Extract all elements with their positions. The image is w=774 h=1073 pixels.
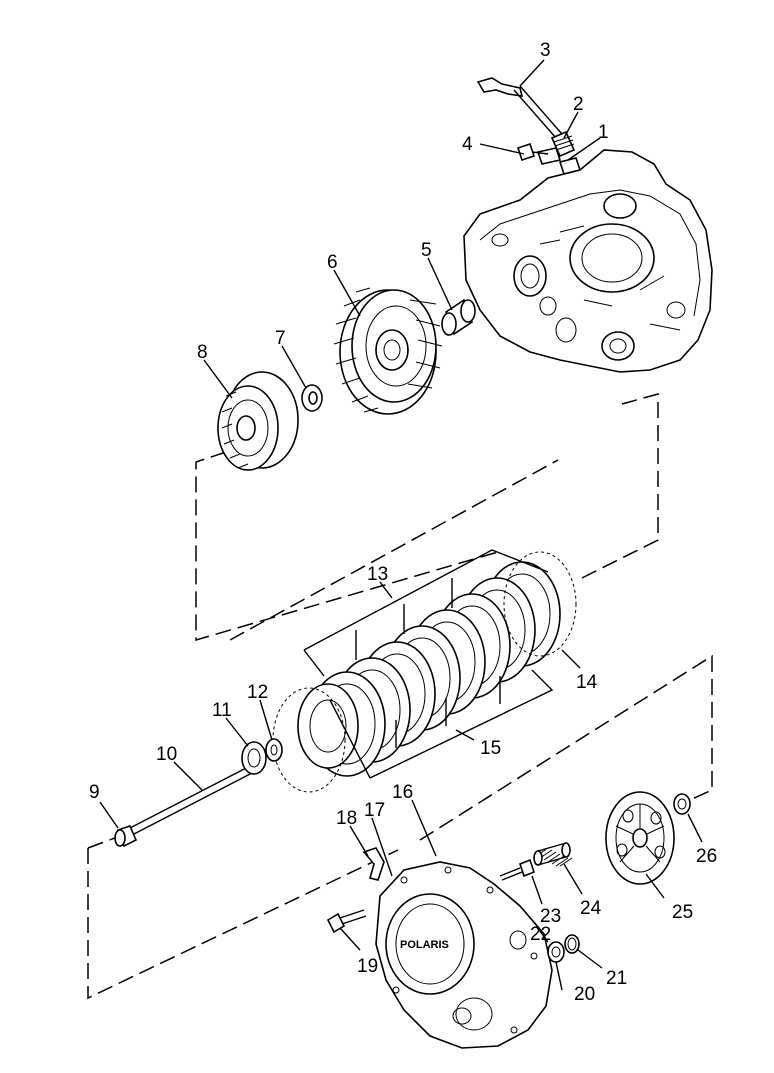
- callout-26: 26: [696, 846, 717, 867]
- callout-24: 24: [580, 898, 602, 919]
- callout-9: 9: [89, 782, 100, 803]
- callout-5: 5: [421, 240, 432, 261]
- callout-7: 7: [275, 328, 286, 349]
- callout-16: 16: [392, 782, 413, 803]
- part-8-inner-hub: [217, 371, 299, 471]
- callout-17: 17: [364, 800, 385, 821]
- part-24-spring: [533, 842, 573, 867]
- callout-21: 21: [606, 968, 627, 989]
- cover-logo: POLARIS: [400, 939, 449, 951]
- callout-12: 12: [247, 682, 268, 703]
- leader-lines: [99, 59, 703, 991]
- part-19-bolt: [326, 909, 367, 934]
- part-12-washer: [265, 738, 283, 762]
- part-20-seal: [547, 941, 565, 963]
- crankcase: [463, 149, 713, 373]
- callout-13: 13: [367, 564, 388, 585]
- callout-19: 19: [357, 956, 378, 977]
- callout-4: 4: [462, 134, 473, 155]
- part-25-pressure-plate: [605, 791, 675, 885]
- part-7-washer: [301, 384, 323, 412]
- callout-1: 1: [598, 122, 609, 143]
- plate-bracket-lines: [303, 549, 554, 779]
- callout-2: 2: [573, 94, 584, 115]
- callout-6: 6: [327, 252, 338, 273]
- part-17-clutch-cover: POLARIS: [375, 861, 553, 1049]
- callout-25: 25: [672, 902, 693, 923]
- part-21-oring: [564, 934, 580, 954]
- callout-22: 22: [530, 924, 551, 945]
- part-11-bearing: [241, 741, 267, 775]
- part-6-clutch-basket: [333, 287, 443, 415]
- assembly-dashed-lines: [87, 393, 713, 1000]
- callout-20: 20: [574, 984, 595, 1005]
- callout-14: 14: [576, 672, 598, 693]
- part-9-10-pushrod: [114, 765, 255, 848]
- clutch-plate-stack: [272, 551, 577, 793]
- callout-10: 10: [156, 744, 177, 765]
- callout-18: 18: [336, 808, 357, 829]
- callout-11: 11: [212, 700, 232, 721]
- part-18-fitting: [362, 847, 385, 881]
- callout-8: 8: [197, 342, 208, 363]
- shift-shaft-assembly: [476, 77, 582, 175]
- callout-labels: 1 2 3 4 5 6 7 8 9 10 11 12 13 14 15 16 1…: [89, 40, 717, 1005]
- callout-15: 15: [480, 738, 501, 759]
- callout-3: 3: [540, 40, 551, 61]
- callout-23: 23: [540, 906, 561, 927]
- part-23-bolt: [499, 858, 535, 881]
- part-26-bearing: [673, 793, 691, 815]
- part-5-bushing: [441, 298, 476, 336]
